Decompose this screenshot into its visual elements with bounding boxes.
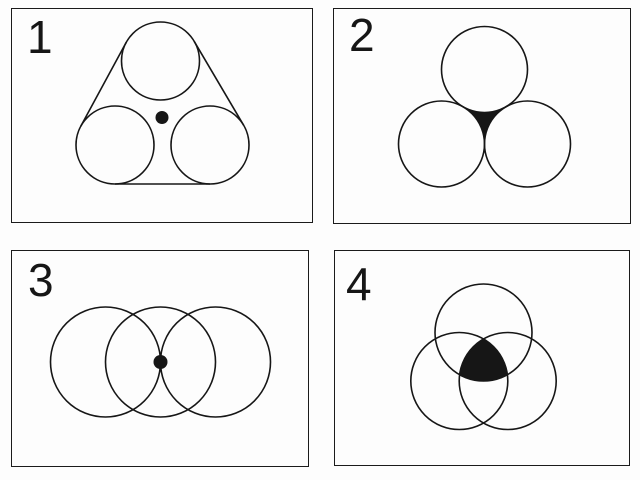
panel-3-figure: [49, 306, 272, 418]
panel-2-number: 2: [349, 9, 375, 61]
solid-dot: [155, 111, 169, 124]
panel-4: 4: [334, 250, 630, 466]
panel-3: 3: [11, 250, 309, 467]
outline-circle: [410, 331, 509, 431]
outline-circle: [434, 283, 533, 382]
outline-circle: [104, 306, 217, 418]
panel-3-number: 3: [28, 254, 54, 306]
panel-1-figure: [75, 21, 250, 185]
solid-dot: [153, 355, 168, 369]
outline-circle: [458, 331, 557, 431]
panel-4-number: 4: [346, 258, 372, 310]
panel-2-figure: [397, 25, 572, 188]
outline-circle: [75, 105, 155, 185]
panel-4-figure: [410, 283, 557, 431]
outline-circle: [170, 105, 250, 185]
panel-1-number: 1: [27, 11, 53, 63]
outline-circle: [397, 100, 486, 188]
panel-1: 1: [11, 8, 313, 223]
tangent-line: [79, 42, 127, 127]
outline-circle: [483, 100, 572, 188]
outline-circle: [440, 25, 529, 114]
tangent-line: [193, 40, 245, 126]
outline-circle: [120, 21, 201, 101]
filled-region: [459, 339, 508, 381]
panel-2: 2: [333, 8, 631, 224]
filled-region: [463, 106, 506, 144]
